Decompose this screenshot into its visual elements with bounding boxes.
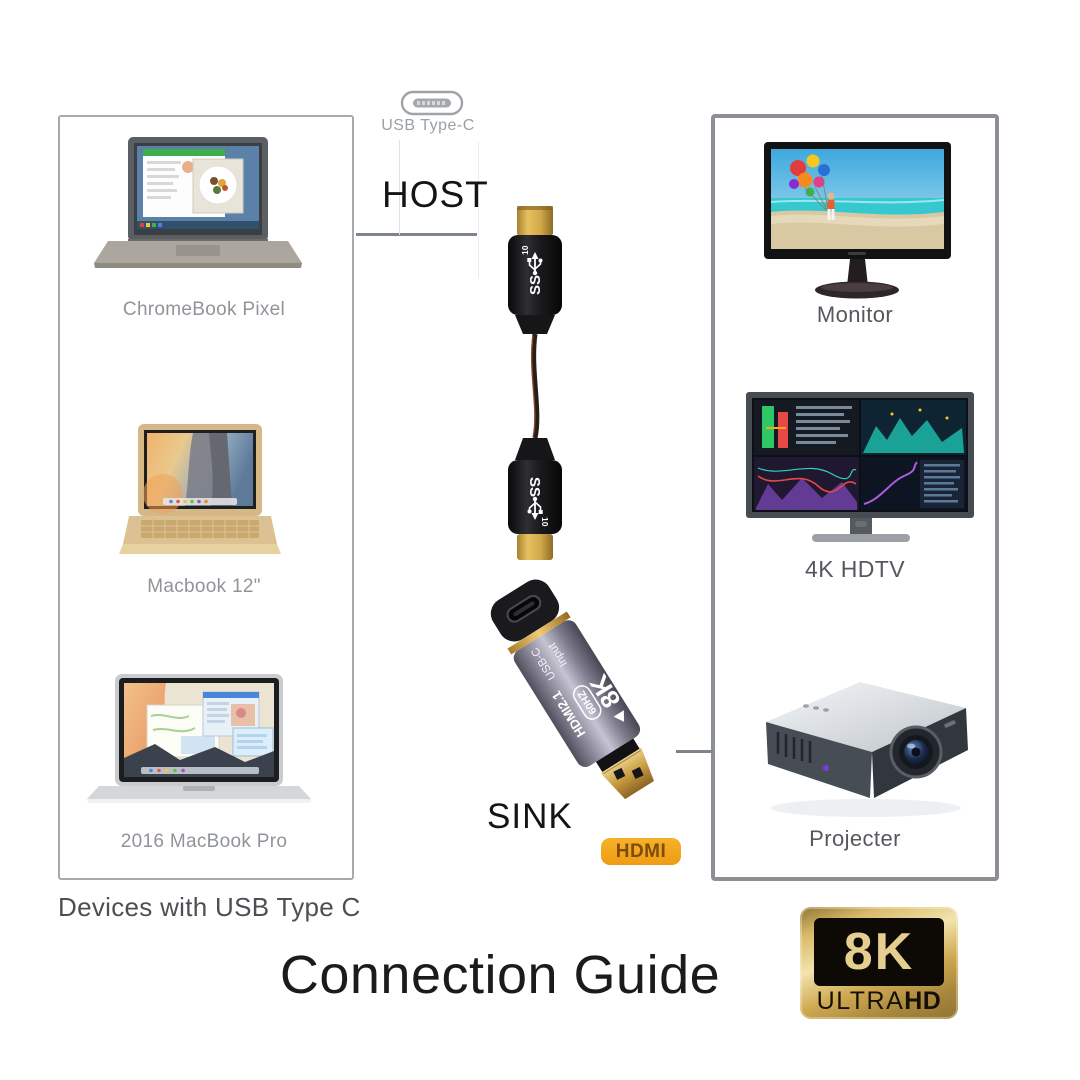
usb-c-plug-tip-bottom (517, 534, 553, 560)
device-label-monitor: Monitor (816, 302, 894, 327)
balloons (789, 154, 830, 211)
8k-badge-resolution: 8K (843, 923, 915, 981)
monitor-illustration (764, 142, 951, 299)
hdmi-male-plug (600, 747, 654, 800)
host-connector-line (356, 233, 477, 236)
chromebook-pixel-illustration (94, 137, 302, 268)
cable-wire (531, 333, 540, 439)
macbook-pro-illustration (87, 674, 311, 803)
hdtv-4k-illustration (746, 392, 974, 542)
adapter-metal-body (513, 620, 641, 767)
device-label-macbook-12: Macbook 12" (147, 576, 261, 597)
host-label: HOST (382, 174, 489, 215)
usb-c-plug-tip-top (517, 206, 553, 236)
sink-connector-line (676, 750, 713, 753)
hdmi-badge-text: HDMI (615, 840, 667, 862)
device-label-4k-hdtv: 4K HDTV (805, 556, 905, 582)
hdmi-badge: HDMI (601, 838, 681, 865)
ss10-usb-logo-top: SS 10 (520, 245, 544, 295)
macbook-12-illustration (119, 424, 281, 554)
usb-type-c-icon (400, 90, 464, 116)
usb-c-cable-illustration: SS 10 SS 10 (508, 206, 562, 560)
sink-label: SINK (487, 797, 573, 836)
svg-text:SS: SS (526, 477, 543, 497)
8k-badge-inner: 8K (814, 918, 944, 986)
usb-c-to-hdmi-adapter-illustration: USB-C Input HDMI2.1 60HZ 8K (490, 579, 654, 800)
usb-type-c-label: USB Type-C (381, 117, 475, 134)
left-panel-caption: Devices with USB Type C (58, 892, 361, 922)
svg-text:10: 10 (540, 517, 550, 527)
guide-faint-line-1 (399, 140, 400, 235)
page-title: Connection Guide (279, 945, 721, 1005)
adapter-arrow-icon (613, 710, 625, 722)
device-label-chromebook-pixel: ChromeBook Pixel (122, 299, 286, 320)
device-label-macbook-pro: 2016 MacBook Pro (120, 831, 288, 852)
svg-text:SS: SS (527, 275, 544, 295)
projector-illustration (766, 682, 968, 817)
adapter-gold-ring (507, 611, 571, 655)
ss10-usb-logo-bottom: SS 10 (526, 477, 550, 527)
8k-ultra-hd-badge: 8K ULTRAHD (800, 907, 958, 1019)
8k-badge-ultrahd-text: ULTRAHD (816, 987, 942, 1015)
svg-text:10: 10 (520, 245, 530, 255)
guide-faint-line-2 (478, 142, 479, 278)
device-label-projector: Projecter (809, 826, 901, 851)
